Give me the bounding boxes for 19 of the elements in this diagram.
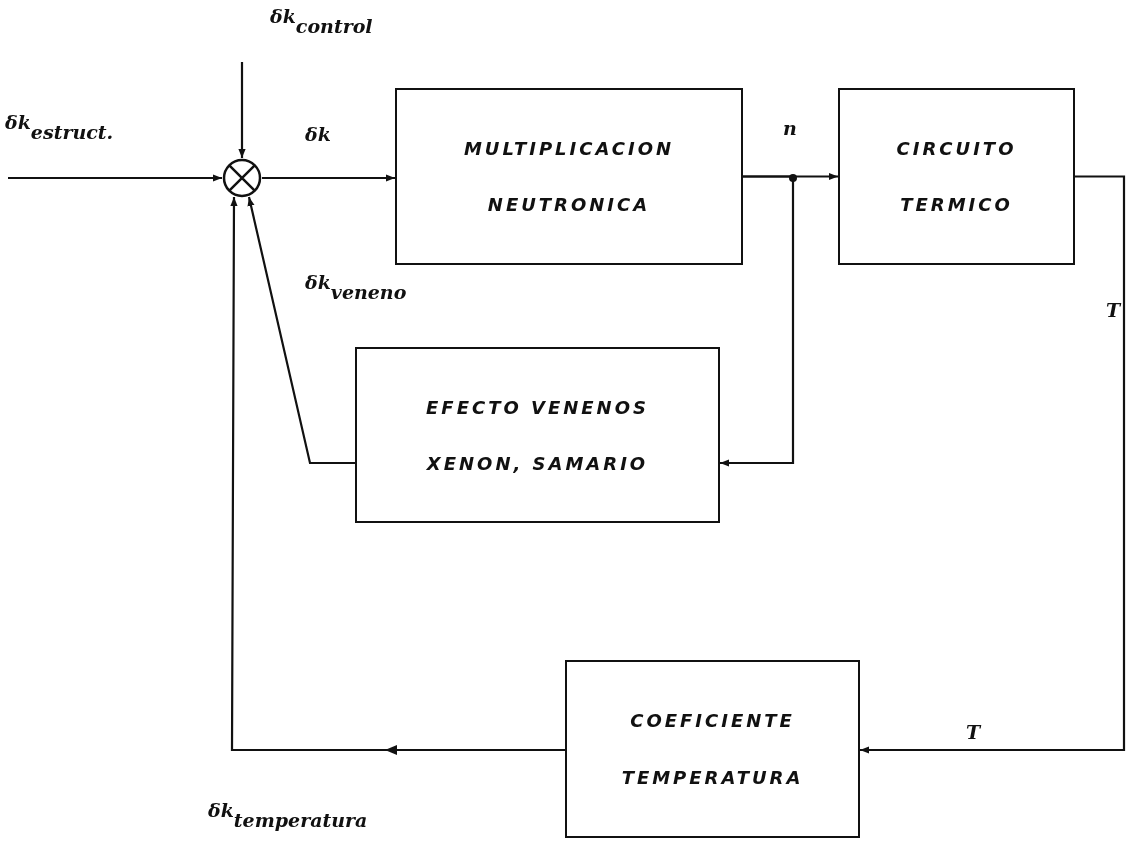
block-box <box>838 88 1075 265</box>
block-label: COEFICIENTE <box>630 710 795 731</box>
block-label: TEMPERATURA <box>621 767 804 788</box>
block-label: NEUTRONICA <box>487 194 651 216</box>
block-box <box>565 660 860 838</box>
block-box <box>395 88 743 265</box>
arrow <box>230 197 565 752</box>
arrow <box>238 62 246 158</box>
arrow <box>8 174 222 182</box>
block-label: EFECTO VENENOS <box>426 396 649 418</box>
block-label: MULTIPLICACION <box>463 137 675 159</box>
block-label: XENON, SAMARIO <box>426 452 649 474</box>
block-label: CIRCUITO <box>896 137 1017 159</box>
arrow <box>247 196 355 465</box>
arrow <box>262 174 395 182</box>
arrow <box>860 175 1126 754</box>
block-box <box>355 347 720 523</box>
block-label: TERMICO <box>900 194 1013 216</box>
arrow <box>720 175 795 467</box>
